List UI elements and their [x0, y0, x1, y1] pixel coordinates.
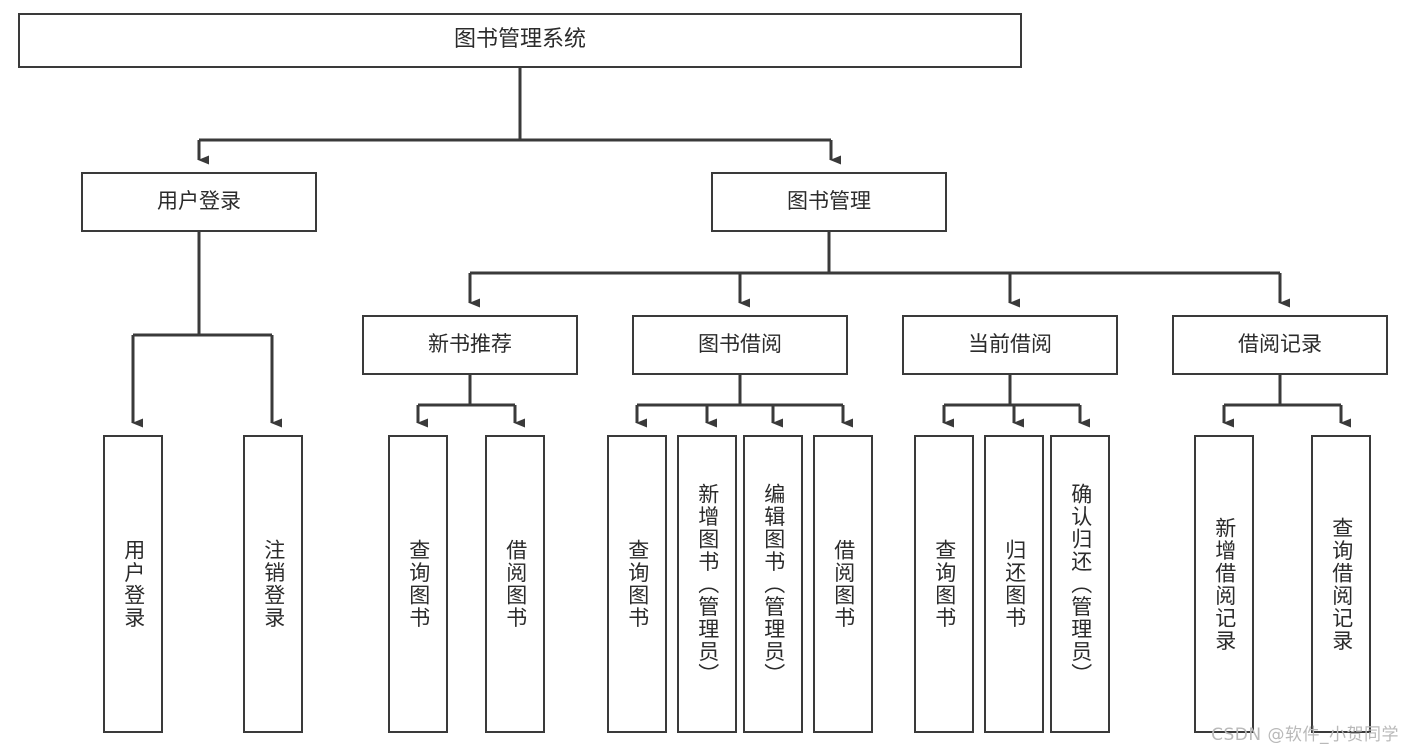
- leaf-confirm-return-admin[interactable]: 确认归还（管理员）: [1050, 435, 1110, 733]
- node-root[interactable]: 图书管理系统: [18, 13, 1022, 68]
- node-label: 查询借阅记录: [1329, 516, 1354, 652]
- leaf-borrow-book-recommend[interactable]: 借阅图书: [485, 435, 545, 733]
- node-borrow-record[interactable]: 借阅记录: [1172, 315, 1388, 375]
- node-current-borrow[interactable]: 当前借阅: [902, 315, 1118, 375]
- node-label: 查询图书: [406, 539, 431, 629]
- node-label: 查询图书: [625, 539, 650, 629]
- node-new-book-recommend[interactable]: 新书推荐: [362, 315, 578, 375]
- node-label: 当前借阅: [968, 332, 1052, 357]
- leaf-borrow-book[interactable]: 借阅图书: [813, 435, 873, 733]
- node-label: 图书管理: [787, 189, 871, 214]
- node-label: 归还图书: [1002, 539, 1027, 629]
- csdn-watermark: CSDN @软件_小贺同学: [1211, 725, 1399, 745]
- leaf-add-borrow-record[interactable]: 新增借阅记录: [1194, 435, 1254, 733]
- leaf-query-book-recommend[interactable]: 查询图书: [388, 435, 448, 733]
- leaf-query-book-borrow[interactable]: 查询图书: [607, 435, 667, 733]
- node-label: 查询图书: [932, 539, 957, 629]
- node-label: 借阅记录: [1238, 332, 1322, 357]
- leaf-query-borrow-record[interactable]: 查询借阅记录: [1311, 435, 1371, 733]
- node-label: 图书借阅: [698, 332, 782, 357]
- leaf-query-book-current[interactable]: 查询图书: [914, 435, 974, 733]
- node-book-borrow[interactable]: 图书借阅: [632, 315, 848, 375]
- node-label: 编辑图书（管理员）: [761, 482, 786, 686]
- node-label: 用户登录: [121, 539, 146, 629]
- node-label: 新增借阅记录: [1212, 516, 1237, 652]
- leaf-logout[interactable]: 注销登录: [243, 435, 303, 733]
- node-label: 注销登录: [261, 539, 286, 629]
- node-label: 图书管理系统: [453, 27, 586, 53]
- node-label: 借阅图书: [503, 539, 528, 629]
- node-label: 借阅图书: [831, 539, 856, 629]
- node-user-login[interactable]: 用户登录: [81, 172, 317, 232]
- leaf-edit-book-admin[interactable]: 编辑图书（管理员）: [743, 435, 803, 733]
- node-label: 新书推荐: [428, 332, 512, 357]
- node-label: 确认归还（管理员）: [1068, 482, 1093, 686]
- leaf-return-book[interactable]: 归还图书: [984, 435, 1044, 733]
- node-label: 新增图书（管理员）: [695, 482, 720, 686]
- leaf-add-book-admin[interactable]: 新增图书（管理员）: [677, 435, 737, 733]
- node-label: 用户登录: [157, 189, 241, 214]
- leaf-user-login[interactable]: 用户登录: [103, 435, 163, 733]
- node-book-management[interactable]: 图书管理: [711, 172, 947, 232]
